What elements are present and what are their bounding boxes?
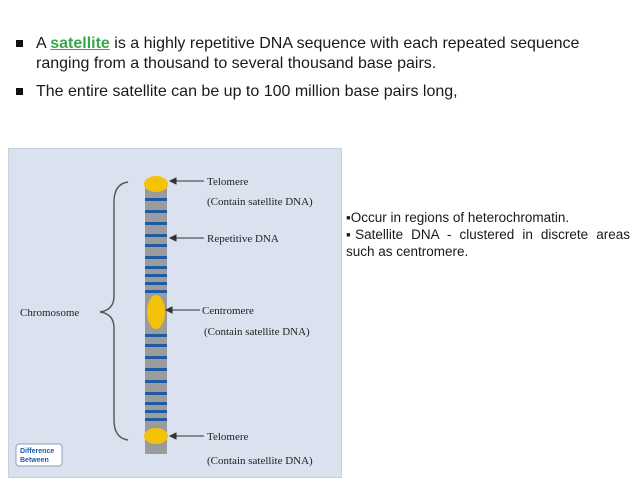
bullet-list: A satellite is a highly repetitive DNA s…: [14, 34, 624, 110]
dna-band: [145, 410, 167, 413]
repetitive-dna-bands: [145, 198, 167, 421]
chromosome-figure: Telomere (Contain satellite DNA) Repetit…: [8, 148, 342, 478]
svg-text:Between: Between: [20, 457, 49, 464]
dna-band: [145, 290, 167, 293]
note-item: ▪Occur in regions of heterochromatin.: [346, 210, 570, 225]
dna-band: [145, 418, 167, 421]
dna-band: [145, 244, 167, 247]
square-bullet-icon: [16, 40, 23, 47]
telomere-bottom-cap: [144, 428, 168, 444]
satellite-link[interactable]: satellite: [50, 35, 110, 52]
square-bullet-icon: [16, 88, 23, 95]
difference-between-logo: Difference Between: [15, 443, 63, 467]
centromere-constriction: [147, 295, 165, 329]
chromosome-brace: [99, 181, 129, 441]
telomere-bottom-label: Telomere: [207, 431, 248, 443]
dna-band: [145, 222, 167, 225]
dna-band: [145, 210, 167, 213]
dna-band: [145, 392, 167, 395]
dna-band: [145, 402, 167, 405]
note-item: ▪Satellite DNA - clustered in discrete a…: [346, 227, 630, 259]
centromere-note: (Contain satellite DNA): [204, 326, 310, 338]
dna-band: [145, 198, 167, 201]
notes-list: ▪Occur in regions of heterochromatin. ▪S…: [346, 209, 630, 260]
dna-band: [145, 274, 167, 277]
bullet-text: is a highly repetitive DNA sequence with…: [36, 35, 580, 72]
dna-band: [145, 282, 167, 285]
dna-band: [145, 256, 167, 259]
dna-band: [145, 380, 167, 383]
centromere-label: Centromere: [202, 305, 254, 317]
bullet-item: A satellite is a highly repetitive DNA s…: [14, 34, 624, 74]
dna-band: [145, 334, 167, 337]
figure-background: [8, 148, 342, 478]
telomere-top-note: (Contain satellite DNA): [207, 196, 313, 208]
bullet-item: The entire satellite can be up to 100 mi…: [14, 82, 624, 102]
dna-band: [145, 344, 167, 347]
telomere-bottom-note: (Contain satellite DNA): [207, 455, 313, 467]
repetitive-dna-label: Repetitive DNA: [207, 233, 279, 245]
bullet-prefix: A: [36, 35, 51, 52]
dna-band: [145, 266, 167, 269]
chromosome-label: Chromosome: [20, 307, 79, 319]
telomere-top-cap: [144, 176, 168, 192]
telomere-top-label: Telomere: [207, 176, 248, 188]
dna-band: [145, 234, 167, 237]
svg-text:Difference: Difference: [20, 448, 54, 455]
dna-band: [145, 368, 167, 371]
dna-band: [145, 356, 167, 359]
bullet-text: The entire satellite can be up to 100 mi…: [36, 83, 458, 100]
